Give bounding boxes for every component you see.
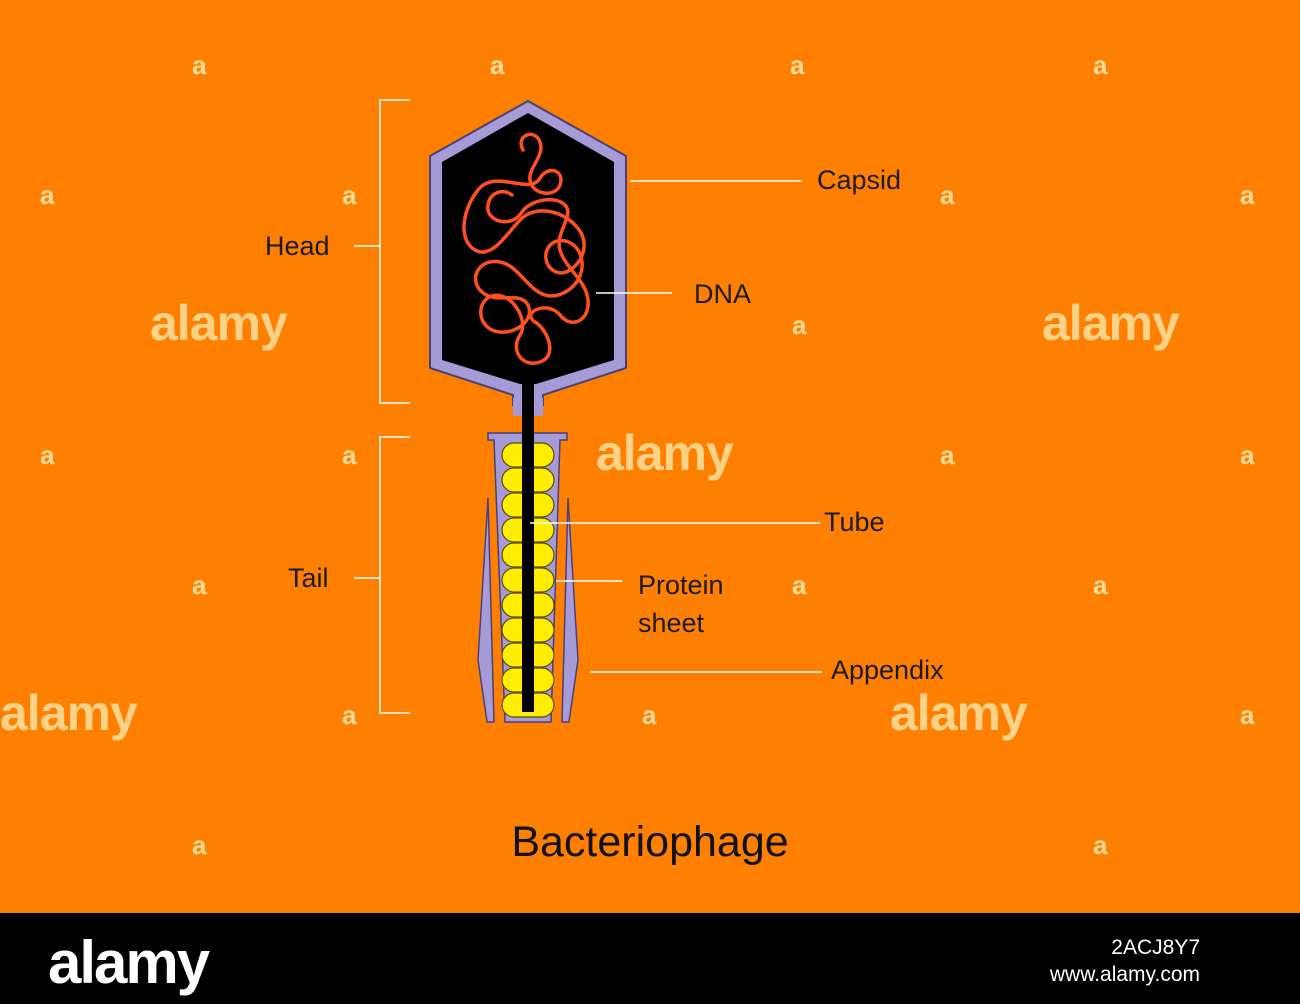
appendix-label: Appendix (831, 655, 944, 685)
watermark-word: alamy (0, 685, 138, 741)
watermark-word: alamy (1042, 295, 1180, 351)
head-label: Head (265, 231, 330, 261)
brackets (354, 99, 410, 714)
watermark-word: alamy (150, 295, 288, 351)
diagram-title: Bacteriophage (511, 818, 789, 866)
watermark-mark: a (940, 180, 955, 210)
watermark-mark: a (1093, 50, 1108, 80)
watermark-mark: a (1240, 700, 1255, 730)
diagram-canvas: a a a a a a a a a a a a a a a a a a a a … (0, 0, 1300, 913)
footer-url: www.alamy.com (1049, 963, 1200, 986)
watermark-mark: a (342, 180, 357, 210)
watermark-mark: a (40, 180, 55, 210)
watermark-mark: a (792, 570, 807, 600)
watermark-mark: a (342, 700, 357, 730)
image-id: 2ACJ8Y7 (1111, 936, 1200, 959)
watermark-mark: a (192, 570, 207, 600)
watermark-mark: a (790, 50, 805, 80)
capsid-label: Capsid (817, 165, 902, 195)
protein-sheet-label: Protein sheet (638, 570, 724, 638)
tail-tube (522, 380, 534, 712)
watermark-mark: a (642, 700, 657, 730)
tail-label: Tail (288, 563, 329, 593)
watermark-word: alamy (890, 685, 1028, 741)
watermark-mark: a (192, 50, 207, 80)
head-bracket (379, 99, 410, 404)
watermark-mark: a (40, 440, 55, 470)
footer-logo: alamy (48, 929, 210, 996)
watermark-word: alamy (596, 425, 734, 481)
appendix-right (561, 497, 579, 723)
dna-label: DNA (694, 279, 752, 309)
watermark-mark: a (342, 440, 357, 470)
tube-label: Tube (824, 507, 885, 537)
watermark-mark: a (192, 830, 207, 860)
watermark-mark: a (1093, 570, 1108, 600)
footer-bar: alamy 2ACJ8Y7 www.alamy.com (0, 913, 1300, 1004)
watermark-mark: a (792, 310, 807, 340)
dna-strand (462, 132, 590, 365)
watermark-mark: a (1093, 830, 1108, 860)
bacteriophage-diagram (354, 99, 822, 723)
watermark-mark: a (1240, 180, 1255, 210)
watermark-mark: a (1240, 440, 1255, 470)
head-interior (442, 113, 614, 384)
appendix-left (477, 497, 495, 723)
leader-lines (530, 180, 822, 673)
watermark-mark: a (940, 440, 955, 470)
watermark-mark: a (490, 50, 505, 80)
tail-bracket (379, 436, 410, 714)
